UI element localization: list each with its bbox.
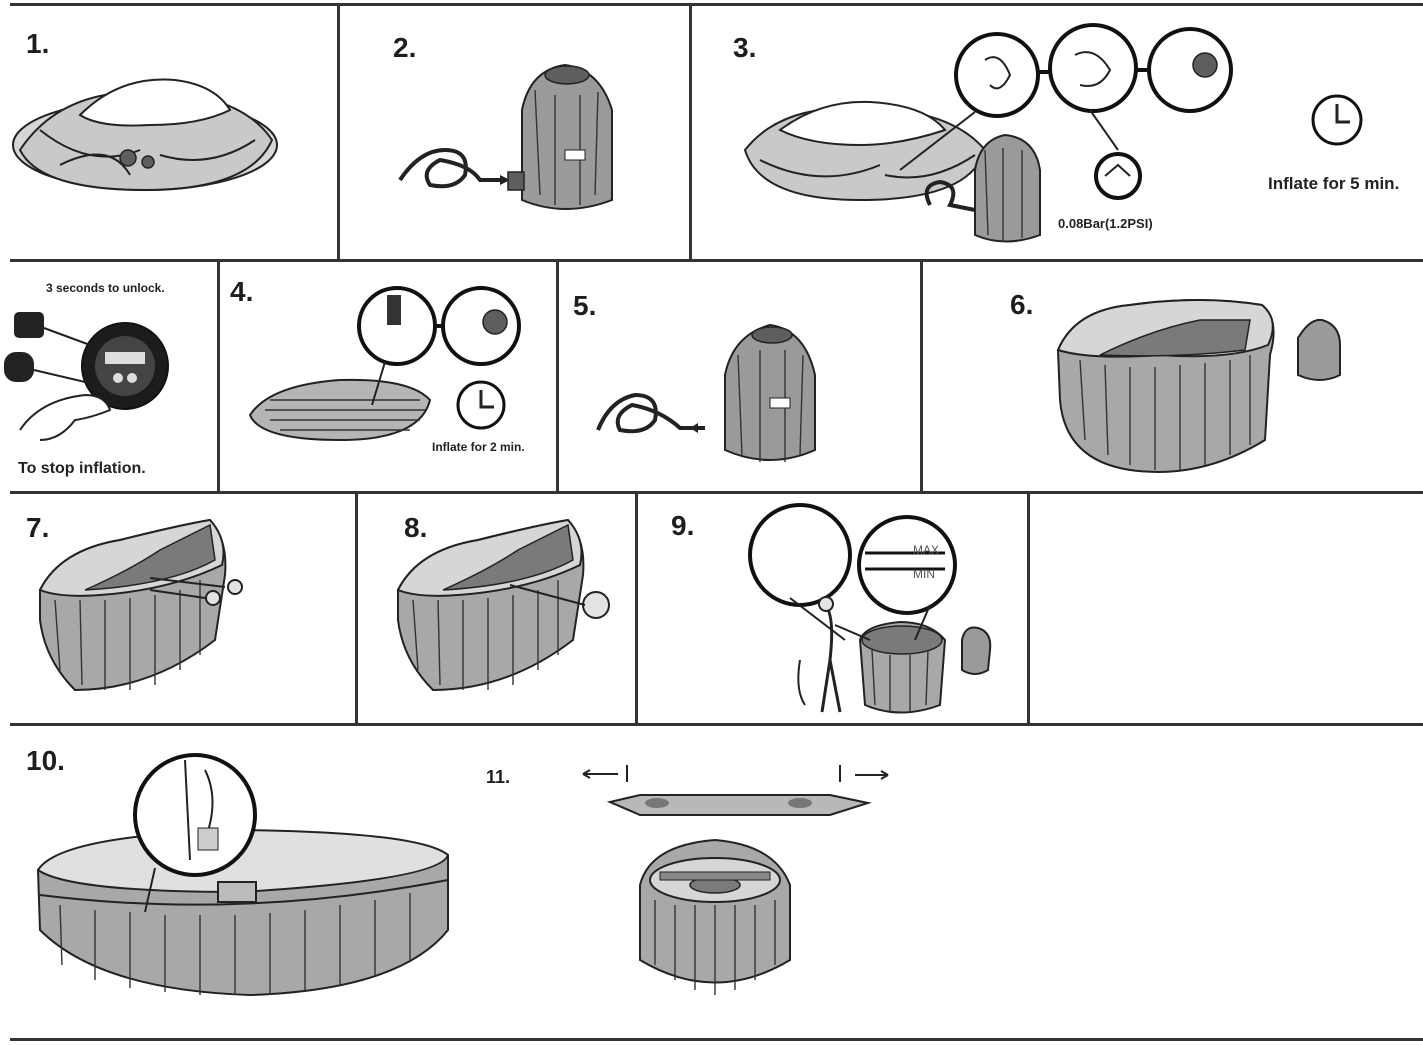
row-divider-3	[10, 723, 1423, 726]
step-9-fill-water	[748, 503, 992, 714]
step-11-number: 11.	[486, 767, 511, 787]
step-7-tub-filter	[38, 518, 243, 692]
col-divider-1b	[689, 3, 692, 262]
step-2-pump-hose	[398, 63, 613, 210]
step-6-number: 6.	[1010, 289, 1034, 320]
step-3-number: 3.	[733, 32, 757, 63]
row-divider-top	[10, 3, 1423, 6]
inflate-2-min-label: Inflate for 2 min.	[432, 440, 525, 454]
row-divider-2	[10, 491, 1423, 494]
step-10-number: 10.	[26, 745, 65, 776]
step-6-inflated-tub	[1056, 299, 1341, 473]
step-4-number: 4.	[230, 276, 254, 307]
step-5-pump-hose	[596, 323, 816, 462]
step-1-number: 1.	[26, 28, 50, 59]
stop-inflation-label: To stop inflation.	[18, 460, 146, 477]
step-8-number: 8.	[404, 512, 428, 543]
step-11-tray	[582, 765, 889, 995]
control-panel-illustration	[4, 312, 169, 441]
pressure-label: 0.08Bar(1.2PSI)	[1058, 216, 1153, 231]
step-9-number: 9.	[671, 510, 695, 541]
col-divider-3a	[355, 491, 358, 726]
step-2-number: 2.	[393, 32, 417, 63]
step-7-number: 7.	[26, 512, 50, 543]
step-4-floor-mat	[248, 286, 521, 442]
col-divider-2c	[920, 259, 923, 494]
step-3-inflate-tub	[743, 23, 1363, 243]
step-10-cover	[36, 753, 450, 997]
step-8-tub-filter	[396, 518, 610, 692]
col-divider-2a	[217, 259, 220, 494]
max-label: MAX	[913, 543, 940, 557]
step-5-number: 5.	[573, 290, 597, 321]
col-divider-2b	[556, 259, 559, 494]
col-divider-3c	[1027, 491, 1030, 726]
unlock-label: 3 seconds to unlock.	[46, 281, 165, 295]
row-divider-bottom	[10, 1038, 1423, 1041]
min-label: MIN	[913, 567, 935, 581]
inflate-5-min-label: Inflate for 5 min.	[1268, 174, 1400, 193]
col-divider-3b	[635, 491, 638, 726]
row-divider-1	[10, 259, 1423, 262]
col-divider-1a	[337, 3, 340, 262]
step-1-deflated-tub	[12, 78, 278, 192]
